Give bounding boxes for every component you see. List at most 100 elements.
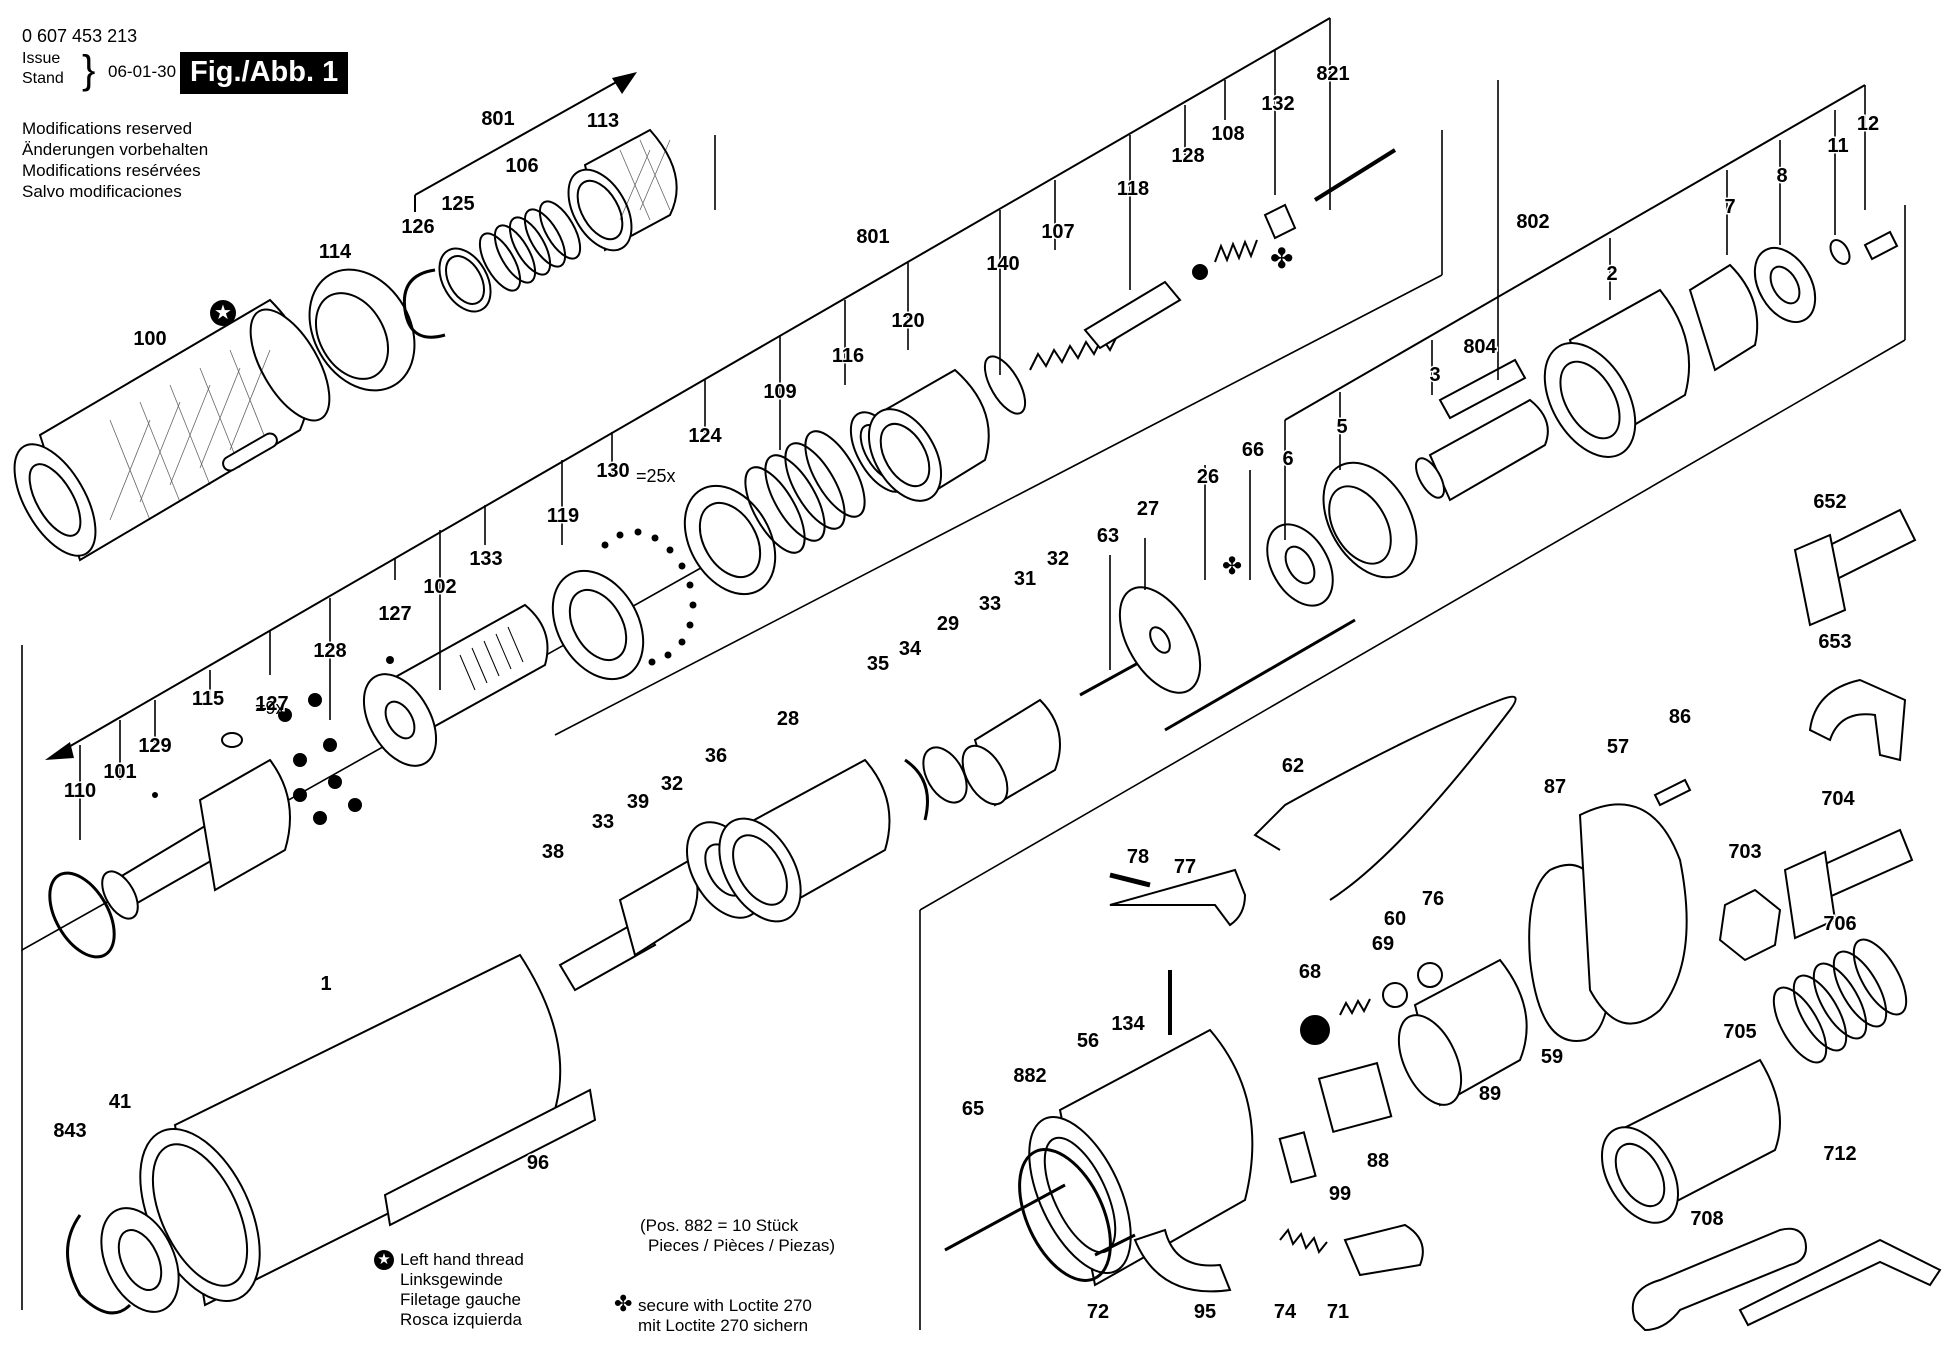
part-label-62: 62 [1282, 755, 1304, 777]
part-89-valve-bush [1397, 958, 1528, 1107]
part-100-knurled-housing [13, 298, 331, 562]
part-label-29: 29 [937, 613, 959, 635]
part-882-o-ring [1018, 1148, 1112, 1282]
position-count-note: (Pos. 882 = 10 Stück Pieces / Pièces / P… [640, 1216, 835, 1256]
part-88-block [1317, 1061, 1393, 1134]
part-label-703: 703 [1728, 841, 1761, 863]
part-label-128: 128 [1171, 145, 1204, 167]
part-label-2: 2 [1606, 263, 1617, 285]
left-hand-thread-de: Linksgewinde [400, 1270, 504, 1289]
part-712-hex-key [1738, 1238, 1942, 1327]
part-label-108: 108 [1211, 123, 1244, 145]
part-109-spring [744, 430, 866, 554]
part-label-76: 76 [1422, 888, 1444, 910]
part-label-39: 39 [627, 791, 649, 813]
part-704-fitting [1783, 828, 1914, 940]
part-2-cylinder [1543, 288, 1691, 458]
part-653-clip [1808, 678, 1907, 762]
part-label-106: 106 [505, 155, 538, 177]
part-124-ring [683, 484, 777, 596]
part-label-130: 130 [596, 460, 629, 482]
part-76-nut [1417, 962, 1443, 988]
part-label-33: 33 [979, 593, 1001, 615]
part-35-circlip [904, 758, 929, 821]
part-label-69: 69 [1372, 933, 1394, 955]
part-label-125: 125 [441, 193, 474, 215]
part-label-33: 33 [592, 811, 614, 833]
loctite-line-2: mit Loctite 270 sichern [638, 1316, 809, 1335]
part-label-114: 114 [319, 241, 352, 263]
part-71-valve-button [1343, 1223, 1424, 1277]
part-95-trigger [1133, 1228, 1232, 1293]
part-113-knurled-sleeve [567, 128, 678, 252]
loctite-club-icon-a: ✤ [1270, 243, 1294, 274]
part-843-circlip [66, 1214, 132, 1315]
part-label-59: 59 [1541, 1046, 1563, 1068]
axis-arrow-main [45, 17, 1331, 760]
part-label-127: 127 [255, 693, 288, 715]
assembly-plane-middle [21, 205, 1906, 1310]
part-label-804: 804 [1463, 336, 1497, 358]
part-label-41: 41 [109, 1091, 131, 1113]
part-77-lever [1109, 868, 1247, 927]
part-label-87: 87 [1544, 776, 1566, 798]
part-label-57: 57 [1607, 736, 1629, 758]
part-label-116: 116 [832, 345, 864, 367]
club-icon: ✤ [614, 1291, 633, 1316]
modifications-de: Änderungen vorbehalten [22, 140, 209, 159]
part-label-96: 96 [527, 1152, 549, 1174]
part-27-disc [1118, 586, 1202, 694]
part-label-95: 95 [1194, 1301, 1216, 1323]
part-label-99: 99 [1329, 1183, 1351, 1205]
loctite-note: ✤ secure with Loctite 270 mit Loctite 27… [614, 1291, 812, 1336]
part-label-120: 120 [891, 310, 924, 332]
part-label-129: 129 [138, 735, 171, 757]
part-label-128: 128 [313, 640, 346, 662]
part-label-101: 101 [103, 761, 136, 783]
brace-icon: } [82, 48, 96, 92]
part-label-100: 100 [133, 328, 166, 350]
part-101-spindle [101, 758, 291, 920]
part-label-32: 32 [661, 773, 683, 795]
part-62-wire [1253, 695, 1517, 901]
part-110-ring [48, 871, 116, 959]
part-label-27: 27 [1137, 498, 1159, 520]
part-118-pin [1083, 280, 1182, 350]
part-label-86: 86 [1669, 706, 1691, 728]
part-804-vane [1438, 358, 1527, 420]
part-label-126: 126 [401, 216, 434, 238]
part-label-133: 133 [469, 548, 502, 570]
part-label-3: 3 [1429, 364, 1440, 386]
part-label-7: 7 [1724, 196, 1735, 218]
part-label-124: 124 [688, 425, 722, 447]
part-120-cylinder [867, 368, 990, 502]
quantity-label-9x: =9x [255, 698, 285, 718]
part-label-6: 6 [1282, 448, 1293, 470]
issue-label: Issue [22, 50, 61, 67]
part-label-115: 115 [192, 688, 224, 710]
part-label-65: 65 [962, 1098, 984, 1120]
part-label-119: 119 [547, 505, 579, 527]
part-78-pin [1109, 872, 1151, 888]
part-number: 0 607 453 213 [22, 26, 138, 46]
part-label-843: 843 [53, 1120, 86, 1142]
part-127-balls [152, 656, 394, 825]
part-12-screw [1863, 230, 1899, 261]
part-130-balls [601, 528, 697, 666]
part-106-spring [478, 200, 582, 292]
axis-arrow-top [414, 72, 637, 212]
part-label-653: 653 [1818, 631, 1851, 653]
part-label-132: 132 [1261, 93, 1294, 115]
part-label-801: 801 [481, 108, 514, 130]
part-68-ball [1300, 1015, 1330, 1045]
axis-line-motor [1284, 84, 1866, 421]
part-119-ring [551, 569, 645, 681]
part-label-109: 109 [763, 381, 796, 403]
part-label-74: 74 [1274, 1301, 1297, 1323]
part-label-127: 127 [378, 603, 411, 625]
part-label-63: 63 [1097, 525, 1119, 547]
part-28-ring-gear [718, 758, 891, 923]
part-3-rotor [1415, 398, 1549, 502]
